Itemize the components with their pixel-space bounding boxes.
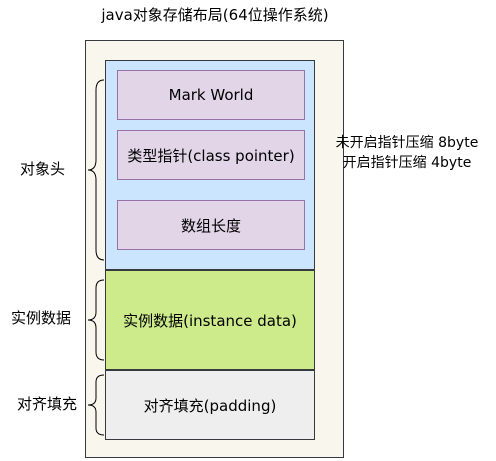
pointer-note-compressed: 开启指针压缩 4byte	[342, 155, 472, 171]
padding-brace	[87, 374, 105, 436]
padding-box-label: 对齐填充(padding)	[143, 396, 277, 415]
object-header-label: 对象头	[20, 160, 66, 178]
object-header-brace	[87, 79, 105, 261]
pointer-note-uncompressed: 未开启指针压缩 8byte	[335, 135, 479, 151]
array-length-box: 数组长度	[117, 200, 305, 250]
padding-section	[105, 370, 315, 440]
pointer-compression-note: 未开启指针压缩 8byte 开启指针压缩 4byte	[318, 133, 496, 173]
padding-label: 对齐填充	[17, 395, 78, 413]
instance-data-brace	[87, 279, 105, 361]
class-pointer-box: 类型指针(class pointer)	[117, 130, 305, 180]
instance-data-label: 实例数据	[11, 309, 72, 327]
diagram-title: java对象存储布局(64位操作系统)	[101, 6, 329, 24]
instance-data-box-label: 实例数据(instance data)	[123, 311, 297, 330]
instance-data-section	[105, 270, 315, 370]
mark-word-box: Mark World	[117, 70, 305, 120]
